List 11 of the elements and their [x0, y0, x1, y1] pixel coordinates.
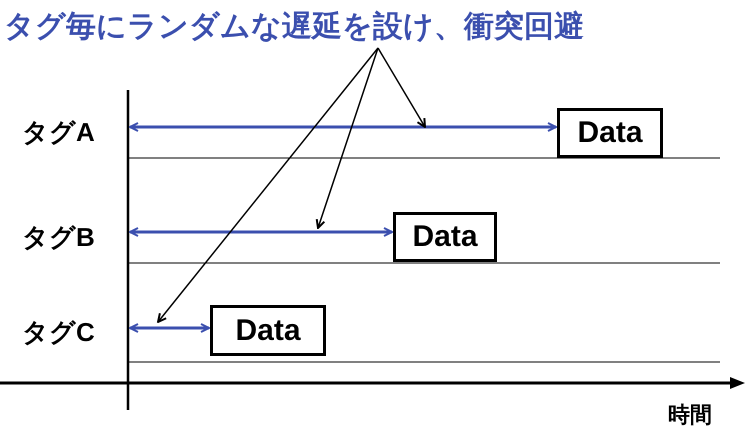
row-label: タグC — [22, 316, 95, 349]
delay-arrow — [129, 227, 393, 237]
data-box: Data — [557, 108, 663, 158]
axis-label: 時間 — [668, 401, 712, 429]
row-label: タグB — [22, 221, 95, 254]
data-box: Data — [210, 305, 326, 356]
delay-arrow — [129, 122, 557, 132]
row-label: タグA — [22, 116, 95, 149]
delay-arrow — [129, 323, 210, 333]
data-box: Data — [393, 212, 497, 262]
title: タグ毎にランダムな遅延を設け、衝突回避 — [4, 9, 584, 45]
